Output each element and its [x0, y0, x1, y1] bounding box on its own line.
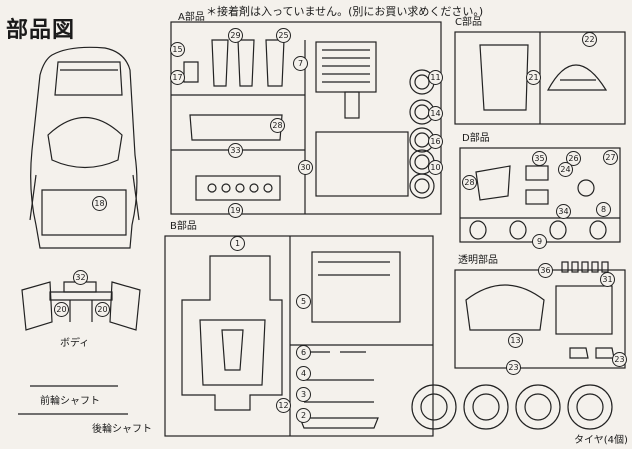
- part-number: 18: [92, 196, 107, 211]
- part-number: 24: [558, 162, 573, 177]
- part-number: 27: [603, 150, 618, 165]
- part-number: 20: [54, 302, 69, 317]
- d-parts-drawing: [469, 165, 607, 240]
- part-number: 17: [170, 70, 185, 85]
- adhesive-note: ＊接着剤は入っていません。(別にお買い求めください。): [206, 5, 484, 18]
- part-number: 23: [612, 352, 627, 367]
- body-wings-drawing: [21, 281, 141, 331]
- part-number: 21: [526, 70, 541, 85]
- rear-shaft-label: 後輪シャフト: [92, 424, 152, 435]
- part-number: 10: [428, 160, 443, 175]
- part-number: 34: [556, 204, 571, 219]
- part-number: 4: [296, 366, 311, 381]
- part-number: 28: [270, 118, 285, 133]
- section-d-label: D部品: [462, 133, 490, 144]
- part-number: 33: [228, 143, 243, 158]
- section-a-label: A部品: [178, 12, 205, 23]
- part-number: 36: [538, 263, 553, 278]
- section-c-label: C部品: [455, 17, 482, 28]
- part-number: 12: [276, 398, 291, 413]
- c-parts-drawing: [479, 44, 608, 111]
- tires-drawing: [411, 384, 613, 430]
- part-number: 3: [296, 387, 311, 402]
- body-label: ボディ: [60, 338, 90, 349]
- part-number: 31: [600, 272, 615, 287]
- sprue-clear-frame: [454, 269, 626, 369]
- b-parts-drawing: [181, 251, 401, 429]
- part-number: 2: [296, 408, 311, 423]
- section-clear-label: 透明部品: [458, 255, 498, 266]
- part-number: 28: [462, 175, 477, 190]
- part-number: 30: [298, 160, 313, 175]
- part-number: 29: [228, 28, 243, 43]
- part-number: 8: [596, 202, 611, 217]
- page-title: 部品図: [6, 18, 76, 43]
- part-number: 26: [566, 151, 581, 166]
- part-number: 9: [532, 234, 547, 249]
- part-number: 7: [293, 56, 308, 71]
- part-number: 35: [532, 151, 547, 166]
- part-number: 22: [582, 32, 597, 47]
- body-drawing: [29, 46, 140, 249]
- part-number: 13: [508, 333, 523, 348]
- section-b-label: B部品: [170, 221, 197, 232]
- part-number: 15: [170, 42, 185, 57]
- part-number: 16: [428, 134, 443, 149]
- part-number: 1: [230, 236, 245, 251]
- front-shaft-label: 前輪シャフト: [40, 396, 100, 407]
- part-number: 19: [228, 203, 243, 218]
- sprue-b-frame: [164, 235, 434, 437]
- part-number: 32: [73, 270, 88, 285]
- sprue-a-frame: [170, 21, 442, 215]
- part-number: 6: [296, 345, 311, 360]
- tires-label: タイヤ(4個): [574, 435, 628, 446]
- clear-parts-drawing: [465, 261, 615, 359]
- part-number: 5: [296, 294, 311, 309]
- part-number: 11: [428, 70, 443, 85]
- part-number: 14: [428, 106, 443, 121]
- a-parts-drawing: [183, 39, 435, 201]
- part-number: 23: [506, 360, 521, 375]
- part-number: 25: [276, 28, 291, 43]
- part-number: 20: [95, 302, 110, 317]
